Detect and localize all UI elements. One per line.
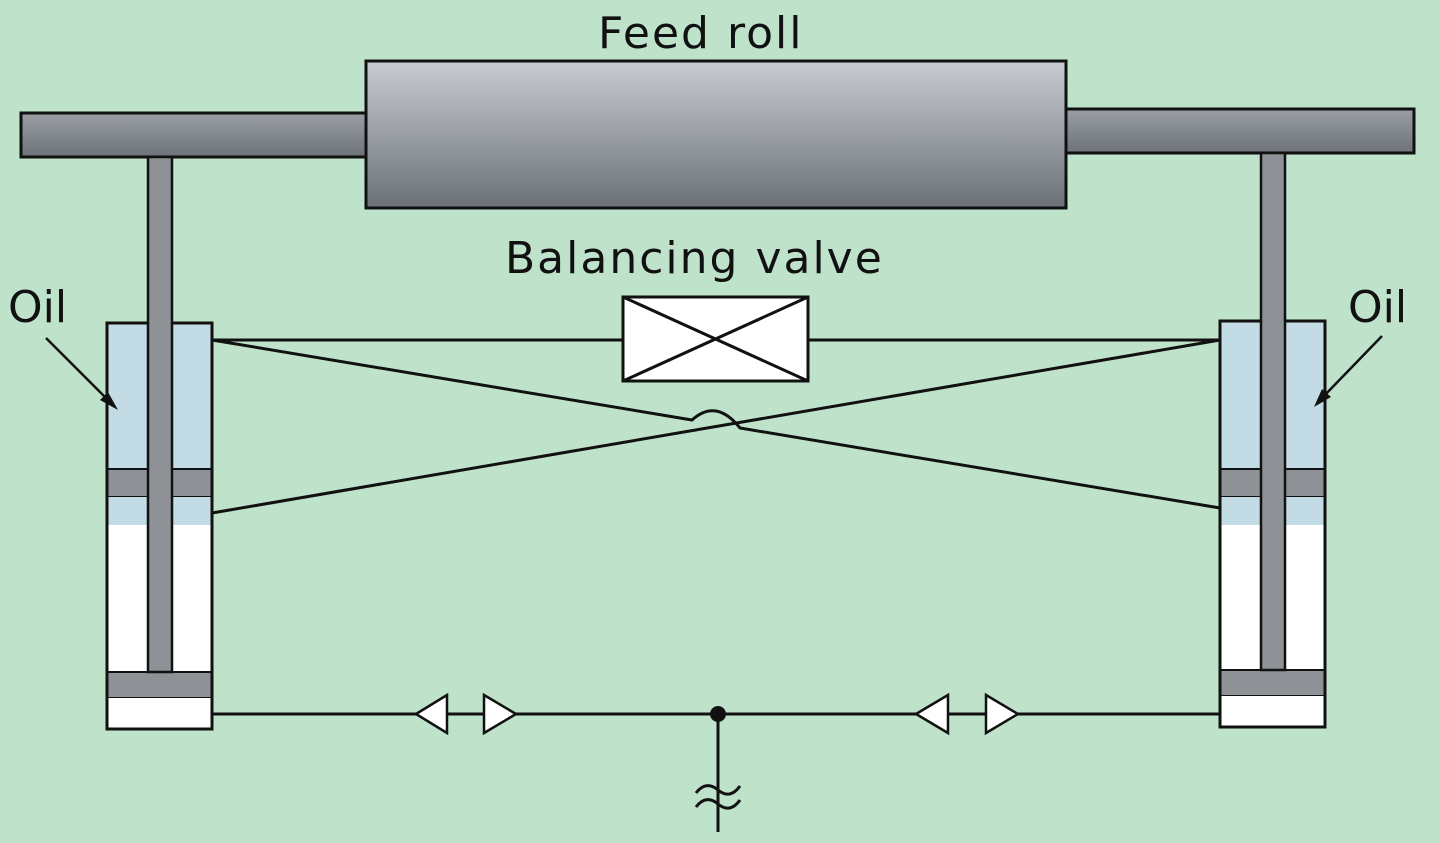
cylinder-left [105, 155, 214, 731]
line-break-symbol [694, 784, 742, 810]
coupling-left [413, 692, 519, 736]
junction-dot [710, 706, 726, 722]
coupling-right [913, 692, 1021, 736]
roll-shaft-right [1062, 107, 1416, 155]
balancing-valve [621, 295, 810, 383]
balancing-valve-label: Balancing valve [505, 233, 884, 284]
piston-rod-left [146, 155, 174, 674]
balancing-lines [211, 338, 1221, 515]
oil-label-left: Oil [8, 282, 68, 333]
roll-shaft-left [19, 111, 371, 159]
oil-arrow-left [45, 337, 118, 410]
bottom-chamber-right [1220, 696, 1325, 727]
cylinder-right [1218, 151, 1327, 729]
piston-rod-right [1259, 151, 1287, 672]
bottom-piston-right [1219, 669, 1326, 697]
feed-roll-label: Feed roll [598, 8, 804, 59]
bottom-piston-left [106, 671, 213, 699]
oil-arrow-right [1314, 335, 1383, 407]
bottom-chamber-left [107, 698, 212, 729]
feed-roll-body [364, 59, 1068, 210]
supply-line [212, 712, 1220, 832]
oil-label-right: Oil [1348, 282, 1408, 333]
